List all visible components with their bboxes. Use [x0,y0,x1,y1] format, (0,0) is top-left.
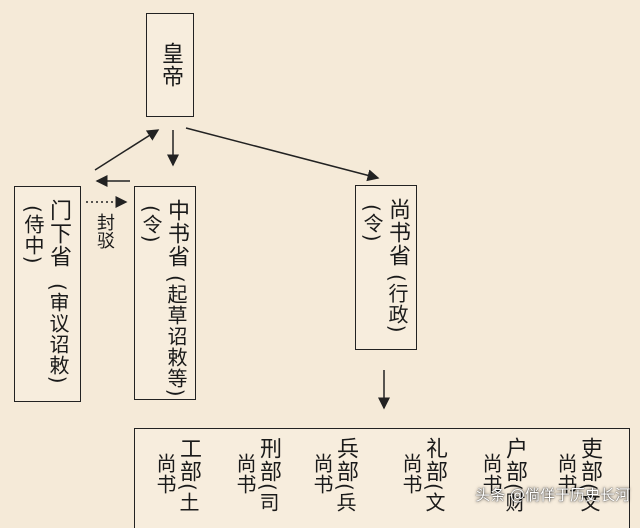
ministry-role: (土 [176,483,200,513]
ministry-role: (财 [502,483,526,513]
ministry-role: (文 [422,483,446,513]
emperor-box: 皇帝 [146,13,194,117]
ministry-name: 工部 [176,437,201,483]
shangshu-official: (令) [360,204,384,243]
ministry-official: 尚书 [399,453,423,495]
ministry-official: 尚书 [554,453,578,495]
watermark-text: 头条 @倘佯于历史长河 [475,486,630,504]
ministry-official: 尚书 [310,453,334,495]
ministry-role: (司 [256,483,280,513]
zhongshu-official: (令) [139,205,163,244]
ministry-name: 礼部 [422,437,447,483]
ministry-official: 尚书 [233,453,257,495]
menxia-title: 门下省 [46,199,71,268]
ministry-role: (文 [577,483,601,513]
zhongshu-title: 中书省 [164,199,189,268]
emperor-label: 皇帝 [158,42,183,88]
menxia-role: (审议诏敕) [46,283,70,385]
shangshu-role: (行政) [385,274,409,334]
ministry-official: 尚书 [479,453,503,495]
ministry-name: 户部 [502,437,527,483]
ministry-name: 兵部 [333,437,358,483]
menxia-official: (侍中) [21,205,45,265]
shangshu-title: 尚书省 [385,198,410,267]
zhongshu-role: (起草诏敕等) [164,275,188,398]
ministry-name: 刑部 [256,437,281,483]
fengbo-label: 封驳 [94,213,115,249]
zhongshu-box: 中书省 (令) (起草诏敕等) [134,186,196,400]
shangshu-box: 尚书省 (令) (行政) [355,185,417,350]
arrow-menxia-to-emperor [94,129,160,171]
arrow-emperor-to-shangshu [185,127,380,182]
ministry-official: 尚书 [153,453,177,495]
ministry-name: 吏部 [577,437,602,483]
ministry-role: (兵 [333,483,357,513]
menxia-box: 门下省 (侍中) (审议诏敕) [14,186,81,402]
six-ministries-box: 工部 尚书 (土 刑部 尚书 (司 兵部 尚书 (兵 礼部 尚书 (文 户部 尚… [134,428,630,528]
